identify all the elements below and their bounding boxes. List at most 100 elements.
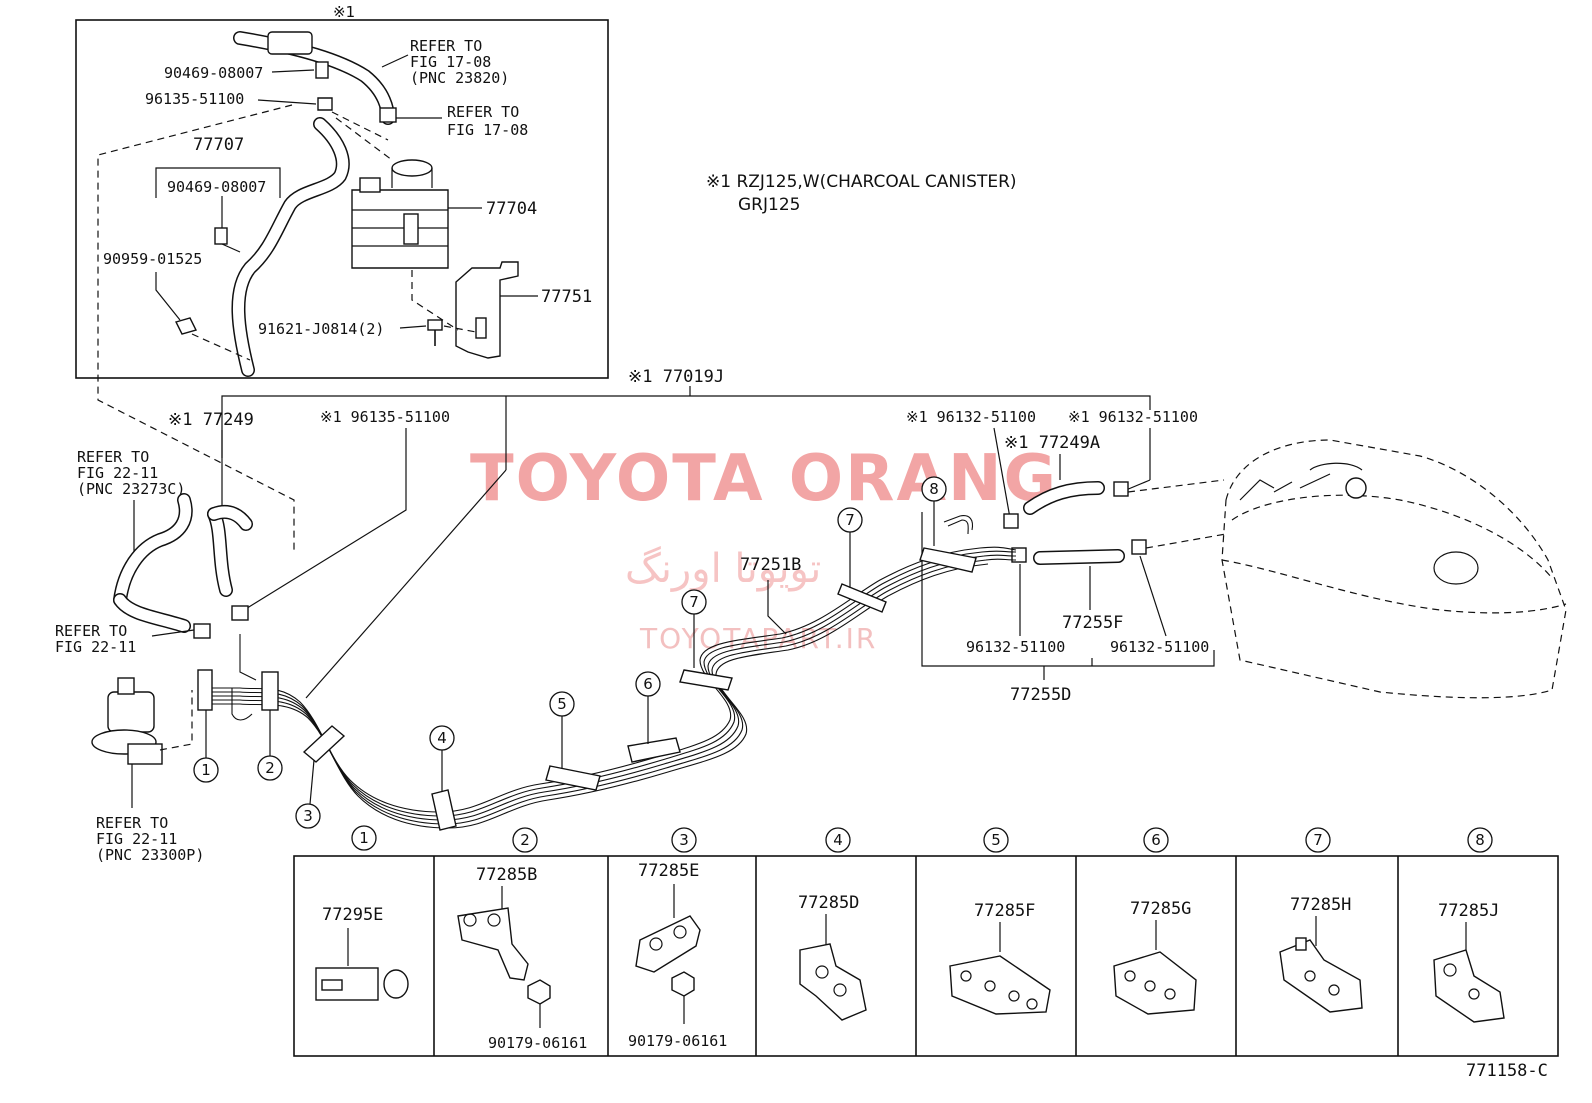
svg-text:4: 4 (833, 831, 843, 849)
hose-clip-icon (379, 107, 397, 123)
fuel-sender-icon (1345, 477, 1367, 499)
table-header-2: 2 (512, 827, 538, 853)
watermark-url: TOYOTAPART.IR (639, 622, 877, 655)
canister-inset: ※1 REFER TO FIG 17-08 (PNC 23820) REFER … (75, 3, 609, 552)
clamp-77285J-icon (1433, 949, 1505, 1023)
inset-star-label: ※1 (333, 3, 355, 21)
svg-text:2: 2 (520, 831, 530, 849)
callout-7a: 7 (681, 589, 707, 668)
part-77249A: ※1 77249A (1004, 433, 1100, 453)
refer-22-11-a-2: FIG 22-11 (77, 464, 158, 482)
clamp-table: 1 2 3 4 5 6 7 8 77295E 77285B 90179-0616… (293, 825, 1559, 1057)
figure-id: 771158-C (1466, 1061, 1548, 1081)
part-77249: ※1 77249 (168, 410, 254, 430)
part-77751: 77751 (541, 287, 592, 307)
clamp-5-icon (545, 765, 601, 791)
refer-22-11-c-3: (PNC 23300P) (96, 846, 204, 864)
callout-6: 6 (635, 671, 661, 744)
svg-text:6: 6 (1151, 831, 1161, 849)
svg-text:3: 3 (679, 831, 689, 849)
part-96132-51100-d: 96132-51100 (1110, 638, 1209, 656)
refer-22-11-a-3: (PNC 23273C) (77, 480, 185, 498)
part-77285E: 77285E (638, 861, 699, 881)
clamp-2-icon (261, 671, 279, 711)
svg-text:3: 3 (303, 807, 313, 825)
callout-5: 5 (549, 691, 575, 768)
clip-icon (214, 227, 228, 245)
svg-text:7: 7 (689, 593, 699, 611)
clamp-77285H-icon (1279, 937, 1363, 1013)
fuel-pump-assembly (91, 677, 163, 765)
watermark-title: TOYOTA ORANG (470, 442, 1058, 516)
clamp-icon (174, 317, 198, 335)
table-header-4: 4 (825, 827, 851, 853)
fuel-filter-fitting (267, 31, 313, 55)
callout-2: 2 (257, 710, 283, 781)
clip-icon (1131, 539, 1147, 555)
part-77285G: 77285G (1130, 899, 1191, 919)
svg-text:8: 8 (929, 480, 939, 498)
svg-text:1: 1 (201, 761, 211, 779)
part-77707: 77707 (193, 135, 244, 155)
part-77251B: 77251B (740, 555, 801, 575)
refer-22-11-c-2: FIG 22-11 (96, 830, 177, 848)
fuel-pipe-bundle (212, 515, 1017, 829)
part-90959-01525: 90959-01525 (103, 250, 202, 268)
part-96132-51100-c: 96132-51100 (966, 638, 1065, 656)
nut-icon (671, 971, 695, 997)
clamp-77285F-icon (949, 955, 1051, 1015)
part-77704: 77704 (486, 199, 537, 219)
svg-text:4: 4 (437, 729, 447, 747)
clamp-8-icon (919, 547, 977, 573)
clip-icon (315, 61, 329, 79)
svg-text:6: 6 (643, 675, 653, 693)
clamp-7a-icon (679, 669, 733, 691)
fuel-tank (1221, 439, 1567, 699)
table-header-8: 8 (1467, 827, 1493, 853)
part-77255F: 77255F (1062, 613, 1123, 633)
clamp-1-icon (197, 669, 213, 711)
part-96132-51100-b: ※1 96132-51100 (1068, 408, 1198, 426)
clip-icon (193, 623, 211, 639)
refer-22-11-c-1: REFER TO (96, 814, 168, 832)
clamp-77285G-icon (1113, 951, 1197, 1015)
part-77285H: 77285H (1290, 895, 1351, 915)
part-90179-06161-b: 90179-06161 (488, 1034, 587, 1052)
svg-text:2: 2 (265, 759, 275, 777)
svg-text:5: 5 (991, 831, 1001, 849)
part-90469-08007-a: 90469-08007 (164, 64, 263, 82)
clamp-6-icon (627, 737, 681, 763)
clamp-77295E-icon (315, 967, 409, 1001)
part-90469-08007-b: 90469-08007 (167, 178, 266, 196)
part-77285J: 77285J (1438, 901, 1499, 921)
table-header-3: 3 (671, 827, 697, 853)
part-77295E: 77295E (322, 905, 383, 925)
table-header-6: 6 (1143, 827, 1169, 853)
part-77019J: ※1 77019J (628, 367, 724, 387)
svg-text:1: 1 (359, 829, 369, 847)
hose-clamp-icon (231, 605, 249, 621)
table-header-1: 1 (351, 825, 377, 851)
table-header-7: 7 (1305, 827, 1331, 853)
table-header-5: 5 (983, 827, 1009, 853)
refer-22-11-b-2: FIG 22-11 (55, 638, 136, 656)
callout-3: 3 (295, 759, 321, 829)
canister-bracket (455, 261, 519, 359)
clip-icon (1113, 481, 1129, 497)
watermark-persian: تویوتا اورنگ (625, 546, 821, 592)
part-77285D: 77285D (798, 893, 859, 913)
part-91621-J0814: 91621-J0814(2) (258, 320, 384, 338)
refer-22-11-b-1: REFER TO (55, 622, 127, 640)
inset-refer-17-08-a-2: FIG 17-08 (410, 53, 491, 71)
note-line-1: ※1 RZJ125,W(CHARCOAL CANISTER) (706, 172, 1017, 192)
svg-text:7: 7 (1313, 831, 1323, 849)
part-77255D: 77255D (1010, 685, 1071, 705)
refer-22-11-a-1: REFER TO (77, 448, 149, 466)
svg-text:5: 5 (557, 695, 567, 713)
part-77285F: 77285F (974, 901, 1035, 921)
clamp-7b-icon (837, 583, 887, 613)
part-90179-06161-e: 90179-06161 (628, 1032, 727, 1050)
part-96135-51100-a: 96135-51100 (145, 90, 244, 108)
charcoal-canister (351, 159, 449, 269)
